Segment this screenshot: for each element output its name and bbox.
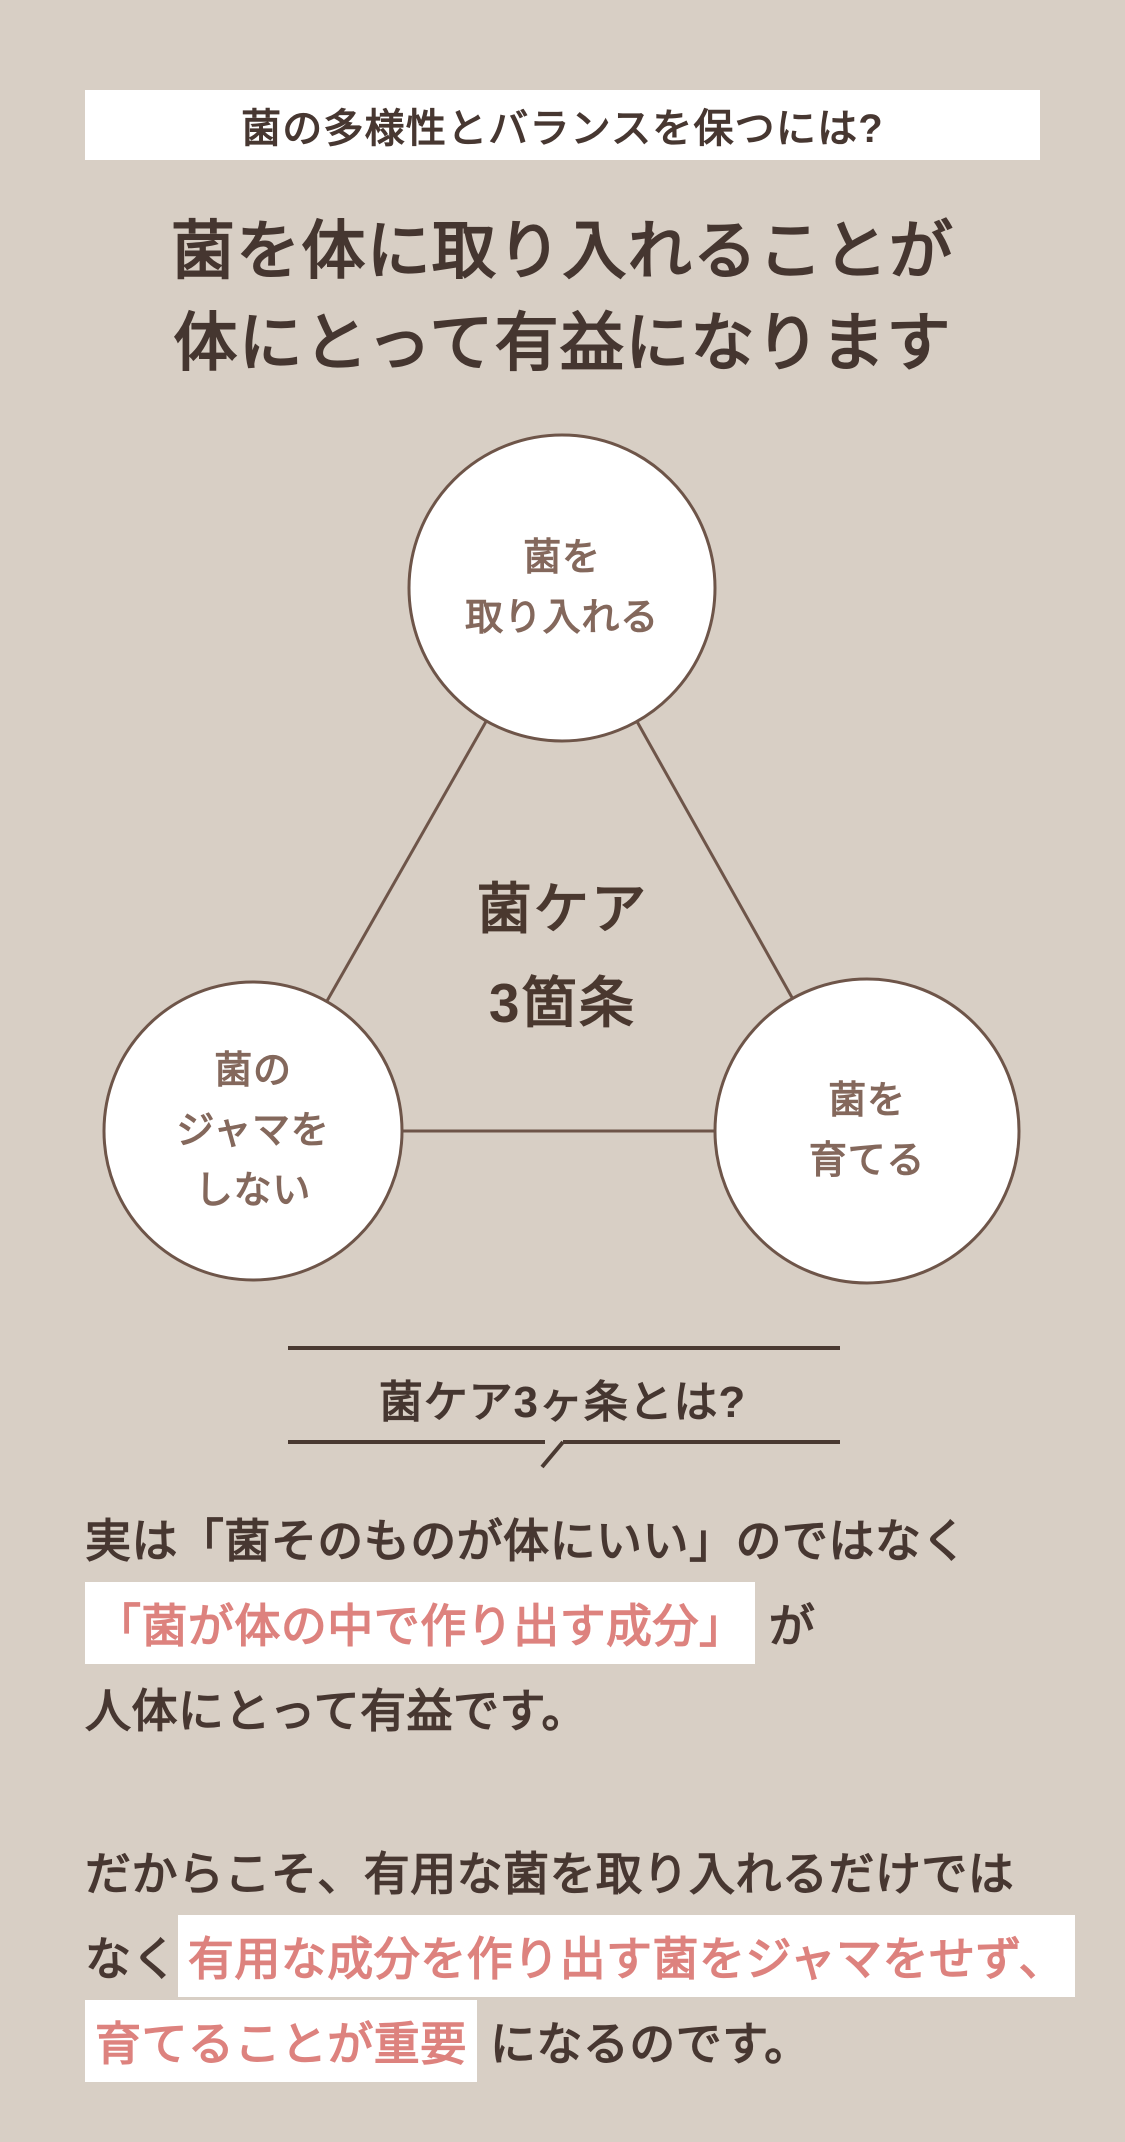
body-text-line: 実は「菌そのものが体にいい」のではなく — [85, 1495, 1075, 1580]
body-text-line: だからこそ、有用な菌を取り入れるだけでは — [85, 1828, 1075, 1913]
circle-grow-line2: 育てる — [808, 1140, 926, 1182]
kin-care-triangle-diagram — [102, 433, 1021, 1285]
text-segment: になるのです。 — [476, 2017, 811, 2070]
text-segment: だからこそ、有用な菌を取り入れるだけでは — [85, 1847, 1015, 1900]
circle-grow-line1: 菌を — [828, 1080, 906, 1122]
divider-rule-bottom — [288, 1440, 840, 1469]
topic-label-text: 菌の多様性とバランスを保つには? — [241, 107, 884, 151]
body-paragraph-2: だからこそ、有用な菌を取り入れるだけではなく有用な成分を作り出す菌をジャマをせず… — [85, 1828, 1076, 2083]
text-segment: 人体にとって有益です。 — [85, 1684, 588, 1737]
highlighted-text: 育てることが重要 — [85, 1999, 477, 2082]
circle-no-interfere-label: 菌の ジャマを しない — [103, 981, 403, 1281]
diagram-center-line1: 菌ケア — [476, 878, 649, 940]
circle-no-interfere-line3: しない — [194, 1170, 312, 1212]
circle-intake-label: 菌を 取り入れる — [407, 433, 717, 743]
circle-intake — [407, 433, 717, 743]
body-paragraph-1: 実は「菌そのものが体にいい」のではなく「菌が体の中で作り出す成分」 が人体にとっ… — [85, 1495, 1075, 1750]
body-text-line: 人体にとって有益です。 — [85, 1665, 1075, 1750]
diagram-center-line2: 3箇条 — [488, 972, 637, 1034]
text-segment: なく — [85, 1932, 178, 1985]
circle-grow-label: 菌を 育てる — [714, 978, 1020, 1284]
section-title: 菌ケア3ヶ条とは? — [378, 1378, 747, 1427]
body-text-line: 育てることが重要 になるのです。 — [85, 1998, 1075, 2083]
body-text-line: なく有用な成分を作り出す菌をジャマをせず、 — [85, 1913, 1076, 1998]
text-segment: が — [755, 1599, 816, 1652]
divider-rule-path — [288, 1440, 840, 1469]
topic-label-box: 菌の多様性とバランスを保つには? — [85, 90, 1040, 160]
circle-no-interfere-line1: 菌の — [214, 1050, 292, 1092]
divider-rule-top — [288, 1346, 840, 1350]
body-text-line: 「菌が体の中で作り出す成分」 が — [85, 1580, 1075, 1665]
circle-no-interfere-line2: ジャマを — [176, 1110, 330, 1152]
page-title-line2: 体にとって有益になります — [173, 307, 952, 379]
page-title-line1: 菌を体に取り入れることが — [170, 215, 955, 287]
circle-intake-line1: 菌を — [523, 537, 601, 579]
circle-intake-line2: 取り入れる — [465, 597, 659, 639]
page-title: 菌を体に取り入れることが 体にとって有益になります — [0, 205, 1125, 389]
circle-grow — [713, 977, 1021, 1285]
diagram-center-label: 菌ケア 3箇条 — [340, 862, 785, 1050]
text-segment: 実は「菌そのものが体にいい」のではなく — [85, 1514, 968, 1567]
circle-no-interfere — [102, 980, 404, 1282]
highlighted-text: 有用な成分を作り出す菌をジャマをせず、 — [177, 1914, 1076, 1997]
highlighted-text: 「菌が体の中で作り出す成分」 — [85, 1581, 756, 1664]
